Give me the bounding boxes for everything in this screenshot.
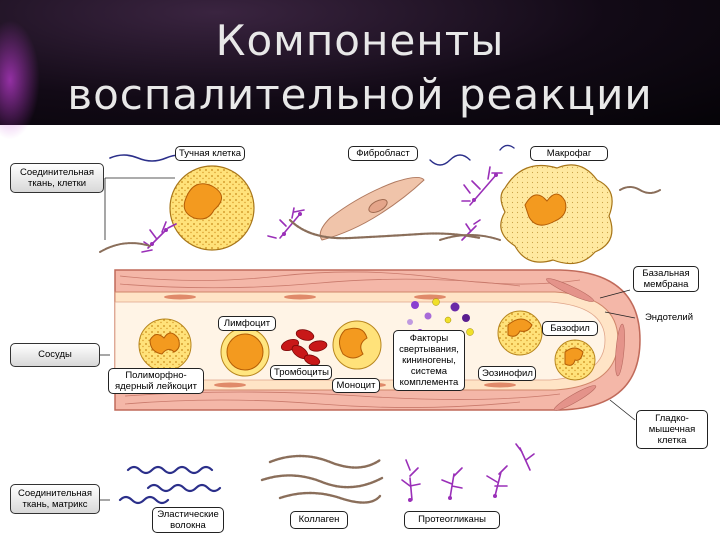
label-connective-matrix: Соединительная ткань, матрикс xyxy=(10,484,100,514)
header-glow xyxy=(0,20,40,140)
label-connective-matrix-text: Соединительная ткань, матрикс xyxy=(17,488,92,510)
label-endothelium: Эндотелий xyxy=(644,312,694,323)
label-lymphocyte: Лимфоцит xyxy=(218,316,276,331)
label-basal-membrane-text: Базальная мембрана xyxy=(642,268,690,290)
label-connective-cells: Соединительная ткань, клетки xyxy=(10,163,104,193)
label-platelets: Тромбоциты xyxy=(270,365,332,380)
label-smooth-muscle: Гладко-мышечная клетка xyxy=(636,410,708,449)
proteoglycan-fibers-top xyxy=(141,166,503,253)
label-factors-text: Факторы свертывания, кининогены, система… xyxy=(399,333,459,388)
label-macrophage: Макрофаг xyxy=(530,146,608,161)
label-collagen: Коллаген xyxy=(290,511,348,529)
label-pmn: Полиморфно-ядерный лейкоцит xyxy=(108,368,204,394)
label-pmn-text: Полиморфно-ядерный лейкоцит xyxy=(114,370,198,392)
label-smooth-muscle-text: Гладко-мышечная клетка xyxy=(648,413,696,446)
title-line-2: воспалительной реакции xyxy=(67,70,653,119)
label-elastic-fibers-text: Эластические волокна xyxy=(157,509,219,531)
label-elastic-fibers: Эластические волокна xyxy=(152,507,224,533)
pmn-cell xyxy=(138,318,192,372)
label-mast-cell: Тучная клетка xyxy=(175,146,245,161)
inflammation-diagram xyxy=(99,144,661,505)
elastic-fibers xyxy=(118,465,222,505)
macrophage-cell xyxy=(500,164,613,265)
label-proteoglycans: Протеогликаны xyxy=(404,511,500,529)
label-monocyte: Моноцит xyxy=(332,378,380,393)
title-header: Компоненты воспалительной реакции xyxy=(0,0,720,140)
label-connective-cells-text: Соединительная ткань, клетки xyxy=(19,167,94,189)
platelets-group xyxy=(280,329,328,366)
title-line-1: Компоненты xyxy=(215,16,505,65)
proteoglycan-fibers-bottom xyxy=(401,443,535,501)
label-factors: Факторы свертывания, кининогены, система… xyxy=(393,330,465,391)
lymphocyte-cell xyxy=(220,327,270,377)
label-basal-membrane: Базальная мембрана xyxy=(633,266,699,292)
mast-cell xyxy=(169,165,255,251)
label-eosinophil: Эозинофил xyxy=(478,366,536,381)
fibroblast-cell xyxy=(319,176,425,241)
basophil-cell xyxy=(497,310,543,356)
label-fibroblast: Фибробласт xyxy=(348,146,418,161)
factor-molecules xyxy=(407,298,474,336)
label-vessels: Сосуды xyxy=(10,343,100,367)
label-basophil: Базофил xyxy=(542,321,598,336)
monocyte-cell xyxy=(332,320,382,370)
eosinophil-cell xyxy=(554,339,596,381)
leader-lines xyxy=(100,177,636,501)
collagen-fibers xyxy=(260,454,384,504)
